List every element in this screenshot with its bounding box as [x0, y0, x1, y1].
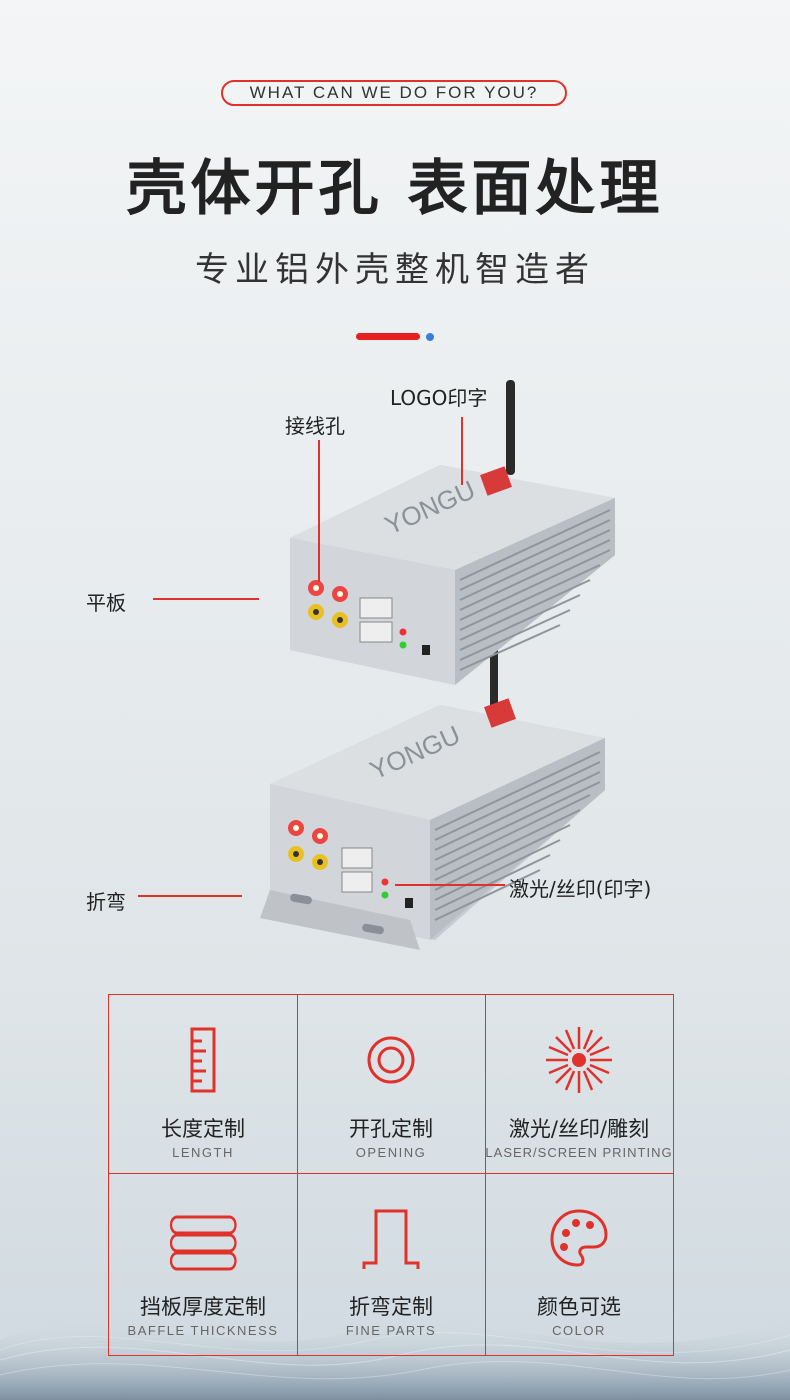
- callout-bend-line: [138, 895, 242, 897]
- feature-laser-subtitle: LASER/SCREEN PRINTING: [485, 1145, 673, 1160]
- feature-opening-title: 开孔定制: [349, 1117, 433, 1141]
- grid-divider-v1: [297, 995, 298, 1355]
- feature-bend-subtitle: FINE PARTS: [345, 1323, 437, 1338]
- callout-logo-line: [461, 417, 463, 485]
- ruler-icon: [190, 1027, 216, 1093]
- feature-baffle-thickness: 挡板厚度定制 BAFFLE THICKNESS: [109, 1173, 297, 1353]
- feature-bend-title: 折弯定制: [349, 1295, 433, 1319]
- palette-icon: [550, 1209, 608, 1267]
- callout-bend: 折弯: [86, 890, 126, 914]
- features-grid: 长度定制 LENGTH 开孔定制 OPENING 激光/丝印/雕刻: [108, 994, 674, 1356]
- grid-divider-v2: [485, 995, 486, 1355]
- concentric-circle-icon: [367, 1036, 415, 1084]
- feature-laser-title: 激光/丝印/雕刻: [508, 1117, 650, 1141]
- divider-blue-dot: [426, 333, 434, 341]
- feature-baffle-title: 挡板厚度定制: [140, 1295, 266, 1319]
- page-title: 壳体开孔 表面处理: [126, 154, 664, 224]
- callout-wiring-hole: 接线孔: [285, 414, 345, 438]
- laser-burst-icon: [546, 1027, 612, 1093]
- callout-laser-line: [395, 884, 505, 886]
- feature-opening-subtitle: OPENING: [355, 1145, 427, 1160]
- callout-flat-plate-line: [153, 598, 259, 600]
- callout-laser: 激光/丝印(印字): [509, 877, 652, 901]
- tagline-pill: WHAT CAN WE DO FOR YOU?: [221, 80, 567, 106]
- feature-bend: 折弯定制 FINE PARTS: [297, 1173, 485, 1353]
- callout-wiring-hole-line: [318, 440, 320, 582]
- divider-red-bar: [356, 333, 420, 340]
- feature-color: 颜色可选 COLOR: [485, 1173, 673, 1353]
- callout-logo: LOGO印字: [390, 386, 488, 410]
- grid-divider-h: [109, 1173, 673, 1174]
- feature-color-title: 颜色可选: [537, 1295, 621, 1319]
- feature-length: 长度定制 LENGTH: [109, 995, 297, 1175]
- feature-length-subtitle: LENGTH: [172, 1145, 234, 1160]
- stacked-plates-icon: [169, 1215, 237, 1271]
- feature-color-subtitle: COLOR: [552, 1323, 606, 1338]
- bend-profile-icon: [362, 1209, 420, 1269]
- wave-mesh-background: [0, 1320, 790, 1400]
- feature-baffle-subtitle: BAFFLE THICKNESS: [127, 1323, 279, 1338]
- feature-opening: 开孔定制 OPENING: [297, 995, 485, 1175]
- feature-length-title: 长度定制: [161, 1117, 245, 1141]
- aluminum-enclosure-illustration: YONGU YONGU: [260, 380, 615, 950]
- callout-flat-plate: 平板: [86, 591, 126, 615]
- page-subtitle: 专业铝外壳整机智造者: [195, 250, 595, 290]
- feature-laser: 激光/丝印/雕刻 LASER/SCREEN PRINTING: [485, 995, 673, 1175]
